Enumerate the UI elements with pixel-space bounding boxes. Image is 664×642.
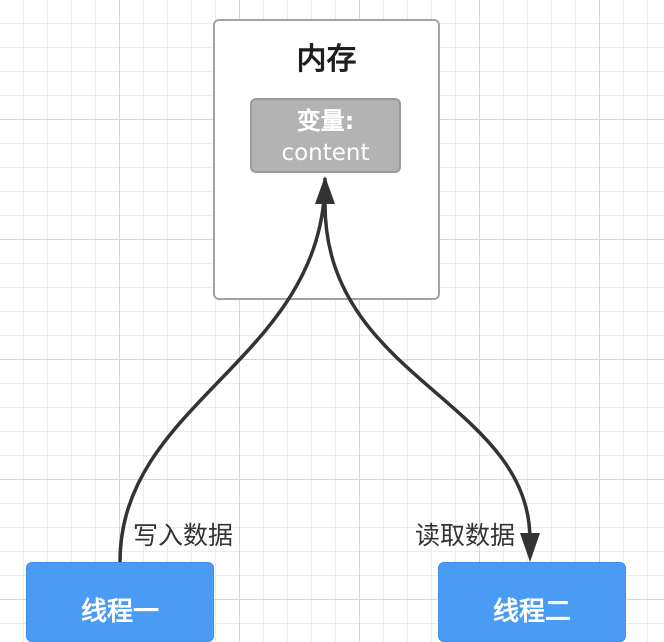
diagram-canvas: 内存 变量: content 写入数据 读取数据 线程一 线程二 bbox=[26, 19, 626, 642]
read-edge-arrowhead bbox=[520, 533, 540, 562]
variable-label: 变量: bbox=[296, 107, 355, 135]
write-edge-label: 写入数据 bbox=[133, 521, 234, 550]
memory-title: 内存 bbox=[296, 42, 357, 77]
variable-node[interactable]: 变量: content bbox=[250, 98, 401, 173]
thread-one-node[interactable]: 线程一 bbox=[26, 562, 214, 642]
write-edge-arrow[interactable] bbox=[118, 177, 327, 563]
edges-layer bbox=[118, 176, 540, 563]
variable-name: content bbox=[281, 140, 370, 166]
read-edge-label: 读取数据 bbox=[415, 521, 516, 550]
write-edge-arrowhead bbox=[315, 176, 335, 204]
thread-two-node[interactable]: 线程二 bbox=[438, 562, 626, 642]
read-edge-arrow[interactable] bbox=[323, 203, 532, 541]
thread-two-label: 线程二 bbox=[492, 597, 571, 627]
thread-one-label: 线程一 bbox=[80, 597, 159, 627]
